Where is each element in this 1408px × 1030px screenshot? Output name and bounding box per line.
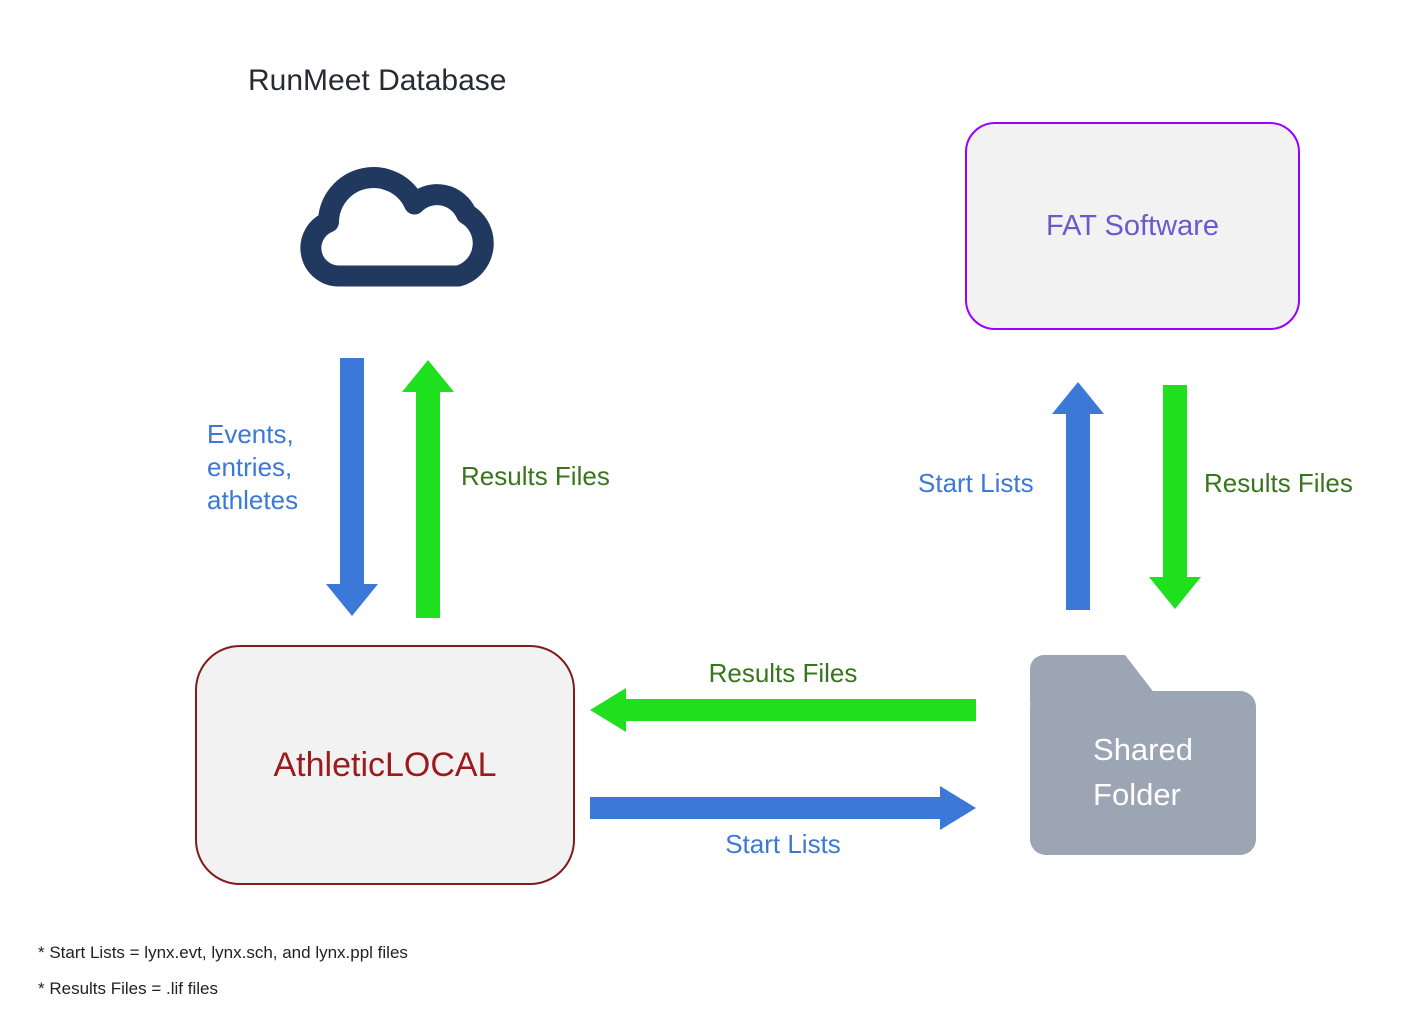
edge-label-events-entries-athletes: Events, entries, athletes bbox=[207, 419, 299, 516]
diagram-title: RunMeet Database bbox=[248, 64, 507, 97]
fat-software-box: FAT Software bbox=[965, 122, 1300, 330]
athleticlocal-box: AthleticLOCAL bbox=[195, 645, 575, 885]
arrow-events-down-icon bbox=[326, 358, 378, 616]
edge-label-results-files-left: Results Files bbox=[461, 461, 610, 491]
folder-body: Shared Folder bbox=[1030, 691, 1256, 855]
shared-folder-label: Shared Folder bbox=[1093, 732, 1193, 812]
footnote-results-files: * Results Files = .lif files bbox=[38, 979, 218, 998]
shared-folder-icon: Shared Folder bbox=[1030, 655, 1256, 855]
fat-software-label: FAT Software bbox=[1046, 209, 1219, 242]
edge-label-results-files-middle: Results Files bbox=[708, 658, 858, 688]
arrow-start-lists-right-icon bbox=[590, 786, 976, 830]
arrow-start-lists-up-icon bbox=[1052, 382, 1104, 610]
arrow-results-up-icon bbox=[402, 360, 454, 618]
edge-label-start-lists-up: Start Lists bbox=[918, 468, 1034, 498]
edge-label-start-lists-middle: Start Lists bbox=[725, 829, 841, 859]
footnote-start-lists: * Start Lists = lynx.evt, lynx.sch, and … bbox=[38, 943, 408, 962]
arrow-results-down-icon bbox=[1149, 385, 1201, 609]
athleticlocal-label: AthleticLOCAL bbox=[273, 745, 497, 784]
cloud-database-icon bbox=[300, 167, 494, 287]
edge-label-results-files-right: Results Files bbox=[1204, 468, 1353, 498]
arrow-results-left-icon bbox=[590, 688, 976, 732]
